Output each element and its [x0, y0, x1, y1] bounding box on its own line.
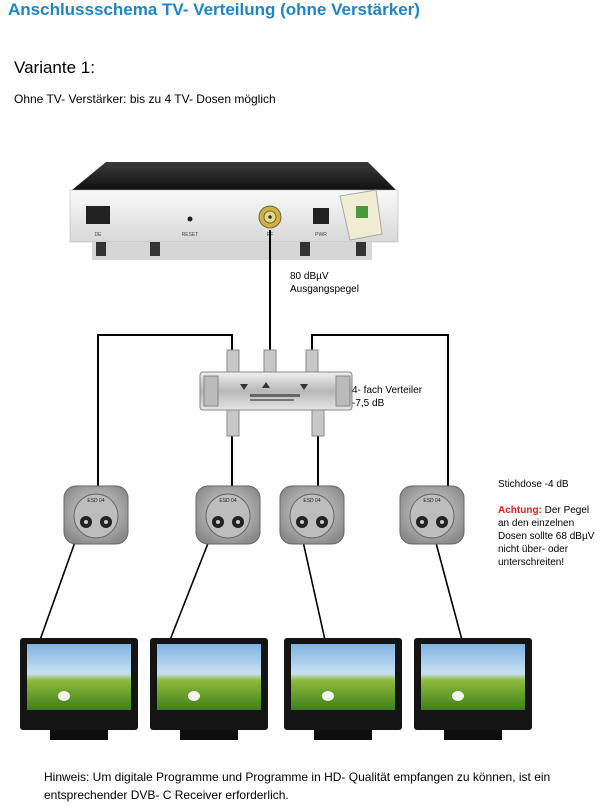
cable-outlet-3-tv — [300, 528, 325, 640]
outlet-label: Stichdose -4 dB — [498, 478, 569, 491]
hint-note: Hinweis: Um digitale Programme und Progr… — [44, 768, 584, 804]
outlet-model: ESD 04 — [219, 498, 236, 504]
port-label-de: DE — [95, 232, 103, 238]
output-level-label: 80 dBµV Ausgangspegel — [290, 270, 359, 296]
outlet-2: ESD 04 — [196, 486, 260, 544]
pwr-port — [313, 208, 329, 224]
tv-4 — [414, 638, 532, 740]
rf-connector — [259, 206, 281, 228]
splitter-label: 4- fach Verteiler -7,5 dB — [352, 384, 422, 410]
de-port — [86, 206, 110, 224]
tv-cables — [40, 528, 462, 640]
outlet-1: ESD 04 — [64, 486, 128, 544]
cable-outlet-2-tv — [170, 528, 214, 640]
tv-3 — [284, 638, 402, 740]
outlet-model: ESD 04 — [423, 498, 440, 504]
port-label-pwr: PWR — [315, 232, 327, 238]
splitter — [200, 350, 352, 436]
level-warning: Achtung: Der Pegel an den einzelnen Dose… — [498, 504, 596, 569]
reset-button — [188, 217, 193, 222]
splitter-attenuation: -7,5 dB — [352, 397, 422, 410]
outlet-model: ESD 04 — [87, 498, 104, 504]
outlet-4: ESD 04 — [400, 486, 464, 544]
outlet-3: ESD 04 — [280, 486, 344, 544]
cable-outlet-1-tv — [40, 528, 80, 640]
cable-outlet-4-tv — [432, 528, 462, 640]
tv-1 — [20, 638, 138, 740]
outlet-model: ESD 04 — [303, 498, 320, 504]
port-label-reset: RESET — [182, 232, 199, 238]
cable-modem: DE RESET RF PWR — [70, 162, 398, 260]
splitter-name: 4- fach Verteiler — [352, 384, 422, 397]
warning-label: Achtung: — [498, 505, 542, 516]
output-level-value: 80 dBµV — [290, 270, 359, 283]
tv-2 — [150, 638, 268, 740]
output-level-caption: Ausgangspegel — [290, 283, 359, 296]
